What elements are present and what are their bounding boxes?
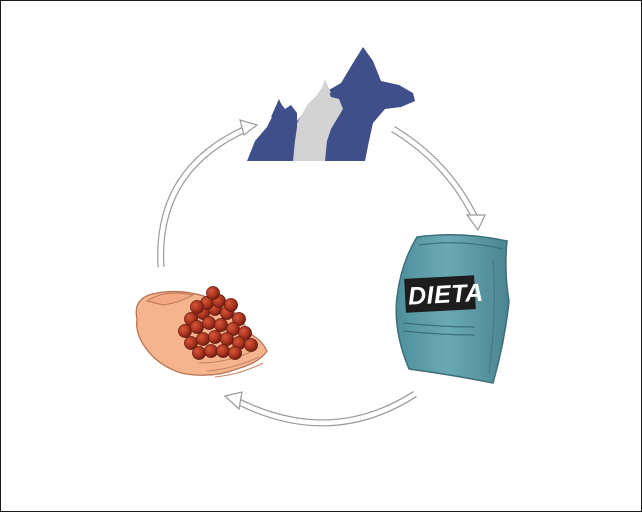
arrow-hand-to-pets (161, 120, 257, 267)
kibble-piece (244, 338, 257, 351)
kibble-piece (204, 344, 217, 357)
kibble-piece (196, 332, 209, 345)
kibble-piece (216, 344, 229, 357)
kibble-piece (192, 346, 205, 359)
kibble-piece (228, 346, 241, 359)
kibble-piece (190, 300, 203, 313)
arrow-bag-to-hand (225, 392, 415, 423)
kibble-piece (190, 320, 203, 333)
kibble-piece (178, 324, 191, 337)
kibble-piece (220, 332, 233, 345)
hand-holding-kibble-icon (136, 286, 267, 377)
kibble-piece (224, 298, 237, 311)
food-bag-icon: DIETA (396, 235, 509, 383)
arrow-pets-to-bag (393, 129, 485, 230)
kibble-piece (214, 318, 227, 331)
kibble-piece (208, 330, 221, 343)
bag-label-text: DIETA (407, 279, 484, 311)
dog-and-cat-silhouette-icon (247, 47, 415, 161)
kibble-piece (202, 316, 215, 329)
kibble-piece (206, 286, 219, 299)
